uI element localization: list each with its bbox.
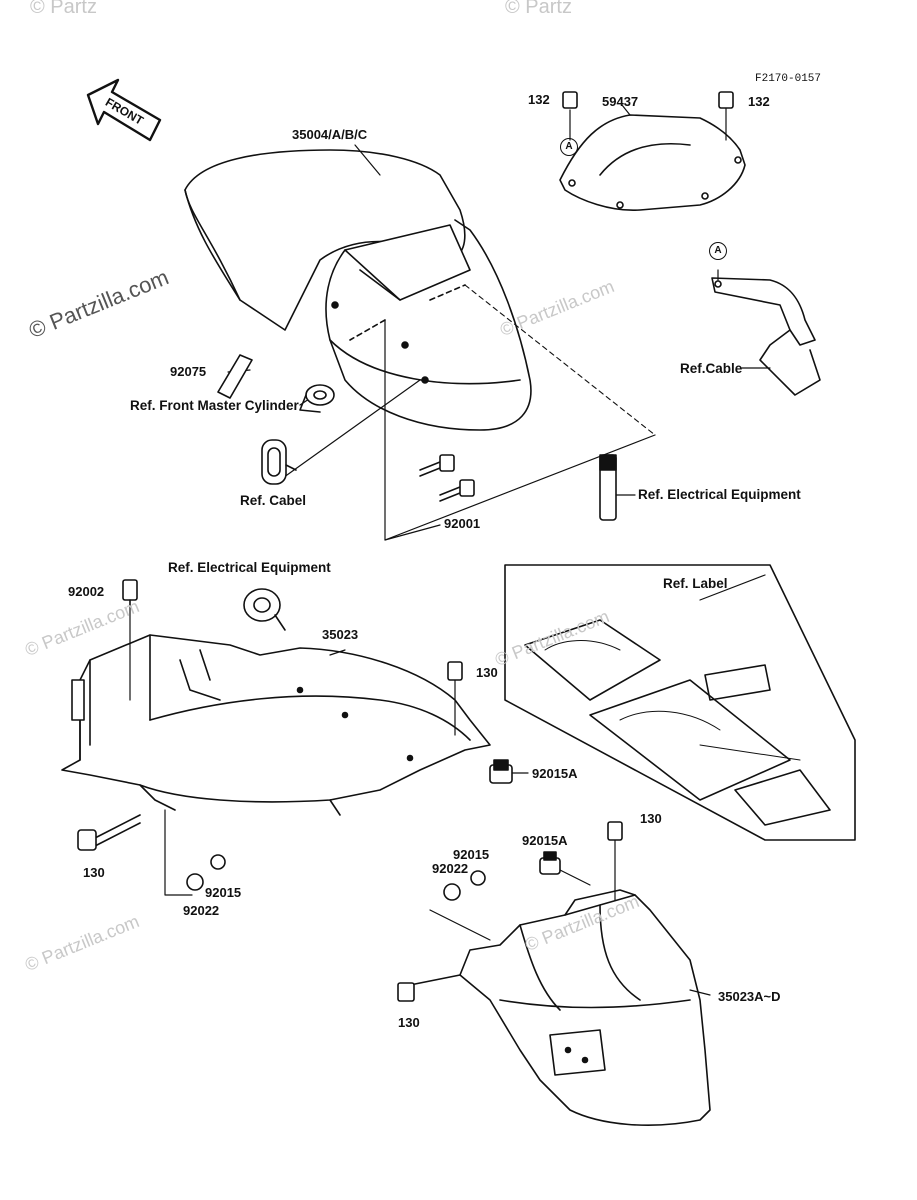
bolt-130-left-drawing — [77, 809, 226, 896]
part-label-130-b: 130 — [83, 865, 105, 880]
part-label-35004: 35004/A/B/C — [292, 127, 368, 142]
part-label-130-c: 130 — [640, 811, 662, 826]
nut-92015a-drawing — [489, 759, 529, 784]
part-label-92075: 92075 — [170, 364, 207, 379]
part-label-130-a: 130 — [476, 665, 498, 680]
rear-inner-fender-drawing — [397, 821, 711, 1126]
rear-fender-drawing — [61, 579, 491, 816]
ref-cabel: Ref. Cabel — [240, 493, 307, 508]
part-label-35023a: 35023A~D — [718, 989, 781, 1004]
part-label-92015-a: 92015 — [205, 885, 242, 900]
part-label-92015a-b: 92015A — [522, 833, 568, 848]
part-label-92015-b: 92015 — [453, 847, 490, 862]
part-label-92002: 92002 — [68, 584, 105, 599]
electrical-clip-rear-drawing — [243, 588, 286, 631]
ref-cable: Ref.Cable — [680, 361, 743, 376]
ref-electrical-equipment-top: Ref. Electrical Equipment — [638, 487, 801, 502]
ref-electrical-equipment-mid: Ref. Electrical Equipment — [168, 560, 331, 575]
label-sheet-drawing — [504, 564, 856, 841]
cable-grommet-drawing — [261, 439, 297, 485]
bolt-92001-drawing — [419, 454, 475, 502]
ref-label: Ref. Label — [663, 576, 728, 591]
part-label-132-left: 132 — [528, 92, 550, 107]
rubber-pad-drawing — [217, 354, 253, 399]
part-label-92001: 92001 — [444, 516, 481, 531]
reference-marker-a: A — [709, 242, 727, 260]
clamp-drawing — [299, 384, 335, 413]
electrical-clip-drawing — [599, 454, 636, 521]
part-label-92015a-a: 92015A — [532, 766, 578, 781]
bracket-drawing — [711, 269, 821, 396]
part-label-132-right: 132 — [748, 94, 770, 109]
diagram-code: F2170-0157 — [755, 73, 822, 85]
reference-marker-a: A — [560, 138, 578, 156]
watermark: © Partz — [505, 0, 572, 18]
part-label-130-d: 130 — [398, 1015, 420, 1030]
part-label-92022-b: 92022 — [432, 861, 469, 876]
part-label-35023: 35023 — [322, 627, 359, 642]
part-label-92022-a: 92022 — [183, 903, 220, 918]
ref-front-master-cylinder: Ref. Front Master Cylinder — [130, 398, 299, 413]
front-arrow-icon — [86, 78, 162, 142]
front-fender-drawing — [184, 149, 656, 436]
cover-59437-drawing — [559, 91, 746, 211]
watermark: © Partz — [30, 0, 97, 18]
part-label-59437: 59437 — [602, 94, 639, 109]
